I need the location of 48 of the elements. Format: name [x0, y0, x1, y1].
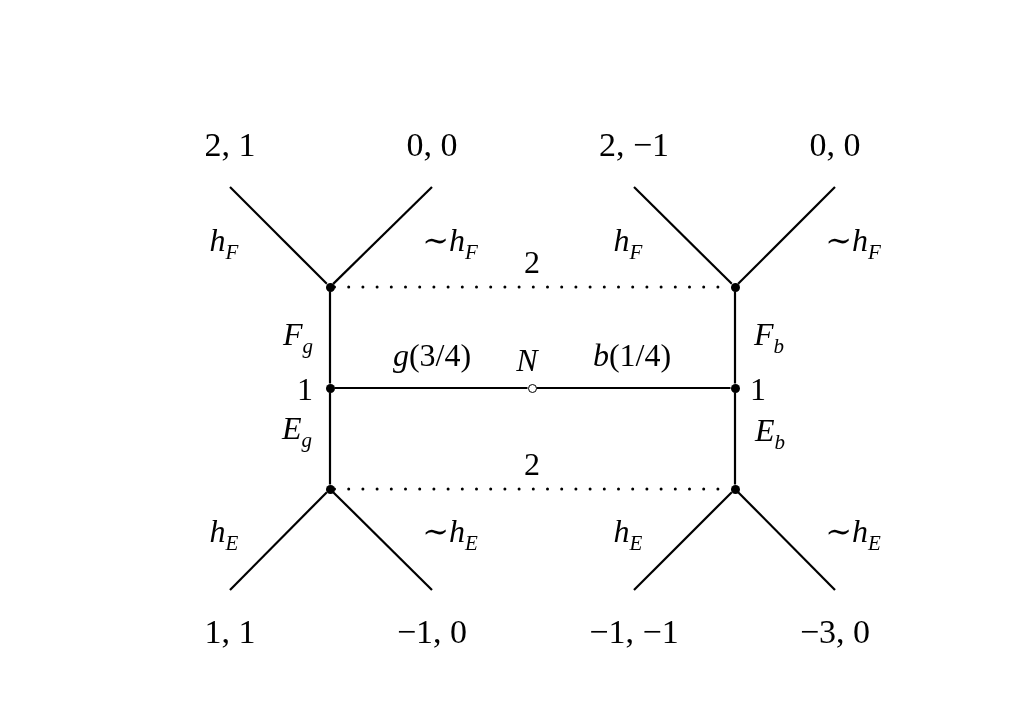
payoff-label: 2, 1 — [204, 125, 256, 165]
decision-node — [325, 383, 335, 393]
payoff-label: −3, 0 — [799, 612, 871, 652]
payoff-label: 1, 1 — [204, 612, 256, 652]
player-label: 1 — [297, 371, 313, 407]
branch-line — [334, 386, 528, 390]
edge-label: 2 — [524, 244, 540, 280]
decision-node — [730, 484, 740, 494]
branch-line — [332, 186, 433, 285]
decision-node — [730, 282, 740, 292]
decision-node — [325, 282, 335, 292]
decision-node — [325, 484, 335, 494]
edge-label: h$_{F}$ — [209, 222, 239, 266]
branch-line — [737, 491, 836, 591]
edge-label: F$_{g}$ — [283, 316, 313, 360]
edge-label: 2 — [524, 446, 540, 482]
branch-line — [633, 491, 733, 591]
payoff-label: 0, 0 — [406, 125, 458, 165]
edge-label: b(1/4) — [592, 337, 672, 373]
edge-label: h$_{E}$ — [209, 513, 239, 557]
branch-line — [733, 392, 737, 485]
edge-label: ∼h$_{F}$ — [422, 222, 478, 266]
chance-node — [527, 383, 537, 393]
chance-node-label: N — [516, 342, 538, 378]
branch-line — [536, 386, 731, 390]
player-label: 1 — [750, 371, 766, 407]
edge-label: ∼h$_{E}$ — [825, 513, 881, 557]
payoff-label: −1, −1 — [589, 612, 679, 652]
edge-label: g(3/4) — [392, 337, 472, 373]
edge-label: F$_{b}$ — [754, 316, 784, 360]
edge-label: ∼h$_{E}$ — [422, 513, 478, 557]
payoff-label: 2, −1 — [598, 125, 670, 165]
edge-label: E$_{b}$ — [755, 412, 785, 456]
branch-line — [229, 186, 328, 285]
edge-label: E$_{g}$ — [282, 410, 312, 454]
edge-label: h$_{E}$ — [613, 513, 643, 557]
branch-line — [328, 392, 332, 485]
branch-line — [332, 491, 433, 591]
payoff-label: −1, 0 — [396, 612, 468, 652]
branch-line — [633, 186, 733, 285]
payoff-label: 0, 0 — [809, 125, 861, 165]
branch-line — [229, 491, 328, 591]
branch-line — [737, 186, 836, 285]
edge-label: h$_{F}$ — [613, 222, 643, 266]
decision-node — [730, 383, 740, 393]
branch-line — [733, 291, 737, 384]
edge-label: ∼h$_{F}$ — [825, 222, 881, 266]
branch-line — [328, 291, 332, 384]
